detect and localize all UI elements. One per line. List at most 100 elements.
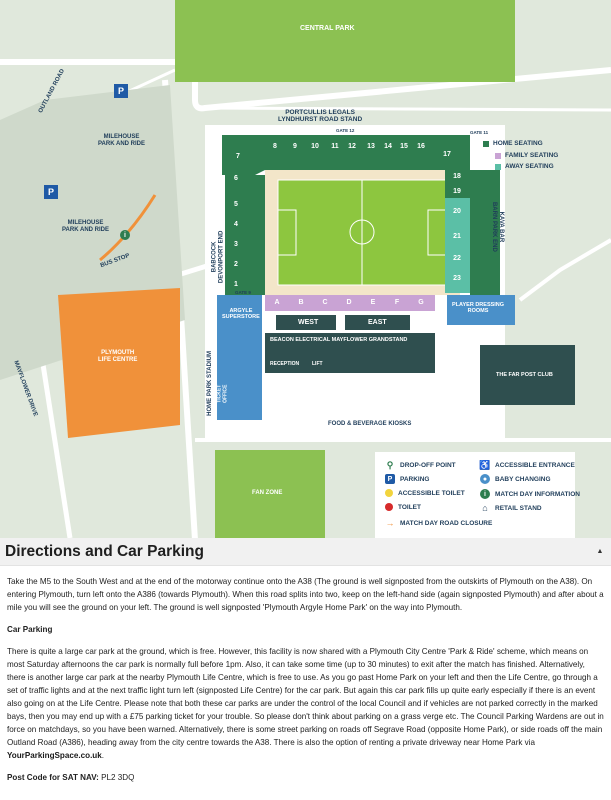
match-day-information-icon: i — [480, 489, 490, 499]
block-5: 5 — [234, 200, 238, 208]
directions-title: Directions and Car Parking — [5, 542, 204, 560]
parking-icon: P — [114, 84, 128, 98]
block-14: 14 — [384, 142, 392, 150]
block-10: 10 — [311, 142, 319, 150]
family-seating-swatch — [495, 152, 501, 159]
block-9: 9 — [293, 142, 297, 150]
central-park-label: CENTRAL PARK — [300, 25, 355, 32]
block-8: 8 — [273, 142, 277, 150]
postcode-line: Post Code for SAT NAV: PL2 3DQ — [7, 771, 604, 784]
block-11: 11 — [331, 142, 339, 150]
directions-intro: Take the M5 to the South West and at the… — [7, 577, 604, 612]
away-seating-label: AWAY SEATING — [505, 163, 554, 170]
block-7: 7 — [236, 152, 240, 160]
legend-label: TOILET — [398, 503, 421, 511]
block-4: 4 — [234, 220, 238, 228]
car-parking-body: There is quite a large car park at the g… — [7, 647, 604, 747]
away-seating-legend: AWAY SEATING — [495, 163, 554, 170]
map-background — [0, 0, 611, 538]
block-17: 17 — [443, 150, 451, 158]
legend-label: RETAIL STAND — [495, 504, 542, 512]
legend-retail-stand: ⌂ RETAIL STAND — [480, 503, 542, 513]
block-6: 6 — [234, 174, 238, 182]
car-parking-text: There is quite a large car park at the g… — [7, 645, 604, 762]
legend-label: MATCH DAY ROAD CLOSURE — [400, 519, 493, 527]
legend-label: BABY CHANGING — [495, 475, 551, 483]
block-g: G — [418, 299, 424, 306]
legend-match-day-info: i MATCH DAY INFORMATION — [480, 489, 580, 499]
directions-body: Take the M5 to the South West and at the… — [0, 566, 611, 784]
block-3: 3 — [234, 240, 238, 248]
legend-drop-off-point: ⚲ DROP-OFF POINT — [385, 460, 456, 470]
block-f: F — [394, 299, 400, 306]
legend-label: ACCESSIBLE TOILET — [398, 489, 465, 497]
block-21: 21 — [453, 232, 461, 240]
postcode-label: Post Code for SAT NAV: — [7, 773, 99, 782]
link-suffix: . — [101, 751, 105, 760]
block-13: 13 — [367, 142, 375, 150]
west-stand-label: WEST — [298, 319, 319, 326]
block-16: 16 — [417, 142, 425, 150]
family-seating-legend: FAMILY SEATING — [495, 152, 558, 159]
block-20: 20 — [453, 207, 461, 215]
postcode-value: PL2 3DQ — [98, 773, 135, 782]
legend-parking: P PARKING — [385, 474, 430, 484]
block-15: 15 — [400, 142, 408, 150]
accessible-entrance-icon: ♿ — [479, 459, 491, 470]
retail-stand-icon: ⌂ — [482, 503, 488, 513]
legend-label: ACCESSIBLE ENTRANCE — [495, 461, 575, 469]
home-seating-label: HOME SEATING — [493, 140, 543, 147]
block-a: A — [274, 299, 280, 306]
block-d: D — [346, 299, 352, 306]
home-park-stadium-label: HOME PARK STADIUM — [206, 351, 213, 416]
food-beverage-label: FOOD & BEVERAGE KIOSKS — [328, 421, 412, 427]
legend-accessible-toilet: ACCESSIBLE TOILET — [385, 489, 465, 497]
kawa-stand-label: KAVA BAR BARN PARK END — [490, 201, 504, 252]
collapse-toggle-icon[interactable]: ▲ — [596, 548, 604, 555]
car-parking-heading: Car Parking — [7, 625, 53, 634]
directions-section: Directions and Car Parking ▲ Take the M5… — [0, 538, 611, 800]
legend-accessible-entrance: ♿ ACCESSIBLE ENTRANCE — [479, 459, 575, 470]
directions-header[interactable]: Directions and Car Parking ▲ — [0, 538, 611, 566]
legend-label: DROP-OFF POINT — [400, 461, 456, 469]
road-closure-icon: → — [385, 518, 395, 528]
life-centre-label: PLYMOUTH LIFE CENTRE — [98, 350, 138, 363]
portcullis-stand-label: PORTCULLIS LEGALS LYNDHURST ROAD STAND — [278, 109, 363, 124]
ticket-office-label: TICKET OFFICE — [216, 384, 229, 403]
legend-road-closure: → MATCH DAY ROAD CLOSURE — [385, 518, 493, 528]
block-18: 18 — [453, 172, 461, 180]
gate-12-label: GATE 12 — [336, 128, 355, 133]
parking-icon: P — [44, 185, 58, 199]
argyle-superstore-label: ARGYLE SUPERSTORE — [222, 308, 260, 321]
legend-label: MATCH DAY INFORMATION — [495, 490, 580, 498]
family-seating-label: FAMILY SEATING — [505, 152, 559, 159]
legend-baby-changing: ● BABY CHANGING — [480, 474, 551, 484]
toilet-icon — [385, 503, 393, 511]
home-seating-legend: HOME SEATING — [483, 140, 543, 147]
home-seating-swatch — [483, 140, 489, 147]
block-c: C — [322, 299, 328, 306]
legend-toilet: TOILET — [385, 503, 421, 511]
block-22: 22 — [453, 254, 461, 262]
away-seating-swatch — [495, 163, 501, 170]
block-1: 1 — [234, 280, 238, 288]
stadium-map: CENTRAL PARK OUTLAND ROAD P MILEHOUSE PA… — [0, 0, 611, 538]
player-dressing-rooms-label: PLAYER DRESSING ROOMS — [452, 302, 505, 315]
lift-label: LIFT — [312, 361, 323, 367]
block-23: 23 — [453, 274, 461, 282]
info-icon: i — [120, 230, 130, 240]
milehouse-park-ride-label-2: MILEHOUSE PARK AND RIDE — [62, 220, 110, 233]
block-2: 2 — [234, 260, 238, 268]
accessible-toilet-icon — [385, 489, 393, 497]
yourparkingspace-link[interactable]: YourParkingSpace.co.uk — [7, 751, 102, 760]
drop-off-point-icon: ⚲ — [386, 459, 394, 470]
reception-label: RECEPTION — [270, 361, 300, 367]
legend-label: PARKING — [400, 475, 430, 483]
block-12: 12 — [348, 142, 356, 150]
babcock-stand-label: BABCOCK DEVONPORT END — [211, 230, 225, 284]
gate-9-label: GATE 9 — [235, 290, 251, 295]
fan-zone-label: FAN ZONE — [252, 490, 283, 496]
block-b: B — [298, 299, 304, 306]
parking-icon: P — [385, 474, 395, 484]
block-19: 19 — [453, 187, 461, 195]
